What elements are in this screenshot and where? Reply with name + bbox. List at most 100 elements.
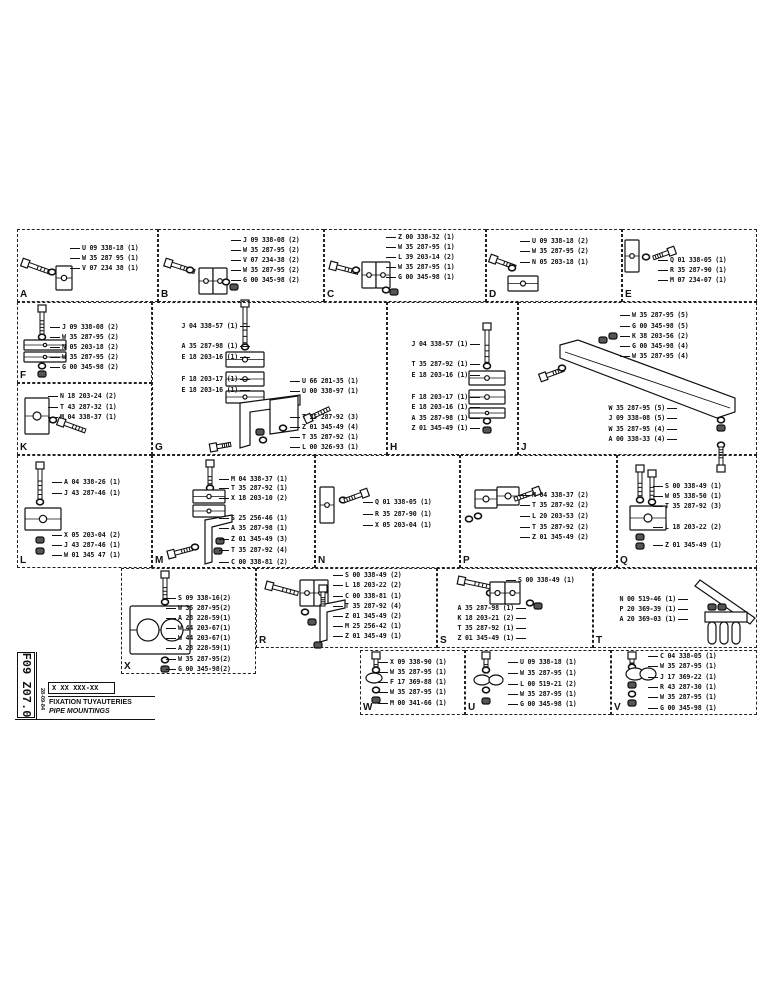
part-number-label: F 17 369-88 (1) xyxy=(378,678,447,686)
part-number-label: T 35 287-92 (2) xyxy=(520,523,589,531)
part-number-label: T 35 287-92 (3) xyxy=(290,413,359,421)
bolt-icon xyxy=(328,260,360,276)
panel-letter: E xyxy=(625,289,632,300)
pipe-clip-icon xyxy=(488,674,504,686)
part-number-label: R 35 287-90 (1) xyxy=(658,266,727,274)
panel-letter: D xyxy=(489,289,497,300)
part-number-label: E 18 203-16 (1) xyxy=(181,386,250,394)
panel-letter: T xyxy=(596,635,603,646)
washer-icon xyxy=(351,266,361,274)
washer-icon xyxy=(481,686,491,694)
nut-icon xyxy=(482,426,492,434)
part-number-label: J 09 338-08 (5) xyxy=(608,414,677,422)
part-number-label: L 39 203-14 (2) xyxy=(386,253,455,261)
date-box: 28-09-84 xyxy=(37,680,47,718)
clamp-hole-icon xyxy=(38,514,48,524)
panel-a xyxy=(17,229,158,302)
panel-x xyxy=(121,568,256,674)
part-number-label: S 00 338-49 (2) xyxy=(333,571,402,579)
part-number-label: A 04 338-26 (1) xyxy=(52,478,121,486)
washer-icon xyxy=(37,362,47,370)
part-number-label: A 20 369-03 (1) xyxy=(619,615,688,623)
part-number-label: G 00 345-98(2) xyxy=(166,665,231,673)
part-number-label: X 18 203-10 (2) xyxy=(219,494,288,502)
sheet-date: 28-09-84 xyxy=(39,687,45,711)
part-number-label: E 18 203-16 (1) xyxy=(411,403,480,411)
part-number-label: N 05 203-18 (2) xyxy=(50,343,119,351)
clamp-hole-icon xyxy=(206,493,212,500)
panel-u xyxy=(465,650,611,715)
part-number-label: F 18 203-17 (1) xyxy=(181,375,250,383)
part-number-label: Z 01 345-49 (1) xyxy=(411,424,480,432)
panel-letter: J xyxy=(521,442,527,453)
panel-letter: S xyxy=(440,635,447,646)
clamp-finger-icon xyxy=(707,621,717,645)
part-number-label: Z 01 345-49 (2) xyxy=(520,533,589,541)
bolt-icon xyxy=(208,441,232,453)
panel-v xyxy=(611,650,757,715)
part-number-label: G 00 345-98 (1) xyxy=(386,273,455,281)
part-number-label: W 35 287-95(2) xyxy=(166,604,231,612)
clamp-hole-icon xyxy=(206,508,212,514)
part-number-label: E 18 203-16 (1) xyxy=(181,353,250,361)
part-number-label: F 18 203-17 (1) xyxy=(411,393,480,401)
nut-icon xyxy=(533,602,543,610)
panel-j xyxy=(518,302,757,455)
part-number-label: W 35 287-95 (2) xyxy=(50,333,119,341)
part-number-label: W 35 287-95(2) xyxy=(166,655,231,663)
panel-letter: V xyxy=(614,702,621,713)
part-number-label: L 20 203-53 (2) xyxy=(520,512,589,520)
mounting-rail-icon xyxy=(559,339,736,419)
part-number-label: W 35 287-95 (2) xyxy=(231,266,300,274)
nut-icon xyxy=(255,428,265,436)
part-number-label: N 05 203-18 (1) xyxy=(520,258,589,266)
part-number-label: M 04 338-37 (1) xyxy=(48,413,117,421)
bolt-icon xyxy=(35,461,45,500)
part-number-label: G 00 345-98 (1) xyxy=(508,700,577,708)
nut-icon xyxy=(635,542,645,550)
clamp-hole-icon xyxy=(643,513,653,523)
part-number-label: L 00 519-21 (2) xyxy=(508,680,577,688)
pipe-bore-icon xyxy=(136,618,160,642)
part-number-label: J 09 338-08 (2) xyxy=(50,323,119,331)
part-number-label: K 38 203-56 (2) xyxy=(620,332,689,340)
panel-g xyxy=(152,302,387,455)
bolt-icon xyxy=(482,322,492,369)
washer-icon xyxy=(278,424,288,432)
part-number-label: W 35 287-95 (1) xyxy=(648,693,717,701)
part-number-label: Z 01 345-49 (1) xyxy=(333,632,402,640)
clamp-hole-icon xyxy=(482,495,490,503)
washer-icon xyxy=(35,498,45,506)
clamp-hole-icon xyxy=(42,354,48,360)
panel-k xyxy=(17,383,152,455)
part-number-label: W 35 287-95 (1) xyxy=(378,668,447,676)
part-number-label: X 05 203-04 (2) xyxy=(52,531,121,539)
panel-letter: M xyxy=(155,555,164,566)
washer-icon xyxy=(557,364,567,372)
part-number-label: W 35 287-95 (2) xyxy=(231,246,300,254)
panel-letter: K xyxy=(20,442,28,453)
clamp-hole-icon xyxy=(519,280,527,287)
part-number-label: X 09 338-90 (1) xyxy=(378,658,447,666)
bolt-icon xyxy=(318,584,328,607)
bolt-icon xyxy=(635,464,645,501)
clamp-hole-icon xyxy=(32,411,42,421)
panel-letter: W xyxy=(363,702,373,713)
part-number-label: W 35 287-95 (1) xyxy=(378,688,447,696)
bolt-icon xyxy=(343,487,371,504)
part-number-label: A 35 287-98 (1) xyxy=(411,414,480,422)
panel-letter: F xyxy=(20,370,27,381)
title-english: PIPE MOUNTINGS xyxy=(49,708,110,715)
part-number-label: J 09 338-08 (2) xyxy=(231,236,300,244)
part-number-label: A 35 287-98 (1) xyxy=(219,524,288,532)
title-french: FIXATION TUYAUTERIES xyxy=(49,699,132,706)
panel-letter: H xyxy=(390,442,398,453)
panel-letter: U xyxy=(468,702,476,713)
clamp-hole-icon xyxy=(484,375,490,381)
washer-icon xyxy=(482,417,492,425)
washer-icon xyxy=(635,496,645,504)
panel-m xyxy=(152,455,315,568)
clamp-hole-icon xyxy=(504,492,512,500)
title-divider xyxy=(36,652,37,719)
